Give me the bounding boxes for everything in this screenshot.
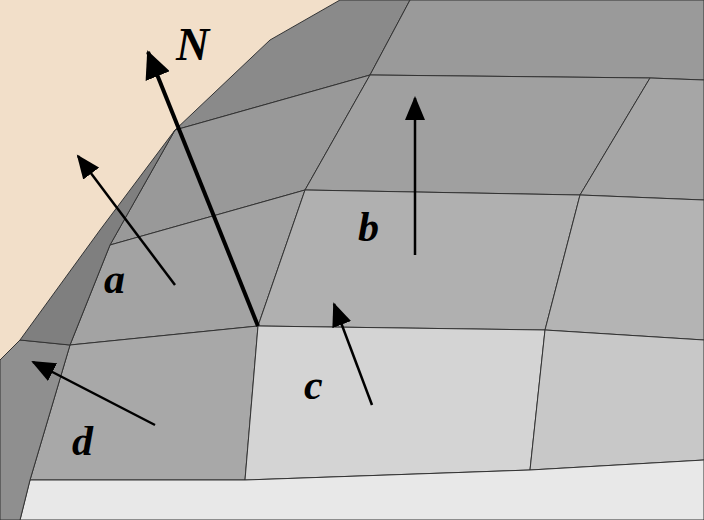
facet-normal-arrow [334, 304, 372, 405]
facet [0, 340, 70, 520]
vector-label: a [104, 258, 125, 300]
facet-normal-arrow [414, 98, 417, 255]
facet-normal-arrow [78, 156, 175, 285]
normal-arrow [148, 52, 258, 326]
facet [370, 0, 704, 80]
facet [245, 326, 545, 480]
vector-label: c [304, 364, 323, 406]
facet [20, 130, 175, 345]
vector-label: d [72, 420, 93, 462]
vector-label: b [358, 206, 379, 248]
facet-normal-arrow [33, 362, 155, 425]
arrows [33, 52, 415, 425]
facet [580, 78, 704, 200]
facet [530, 330, 704, 470]
facet [258, 190, 580, 330]
facet [20, 460, 704, 520]
facet [545, 195, 704, 340]
vector-label: N [176, 22, 209, 68]
